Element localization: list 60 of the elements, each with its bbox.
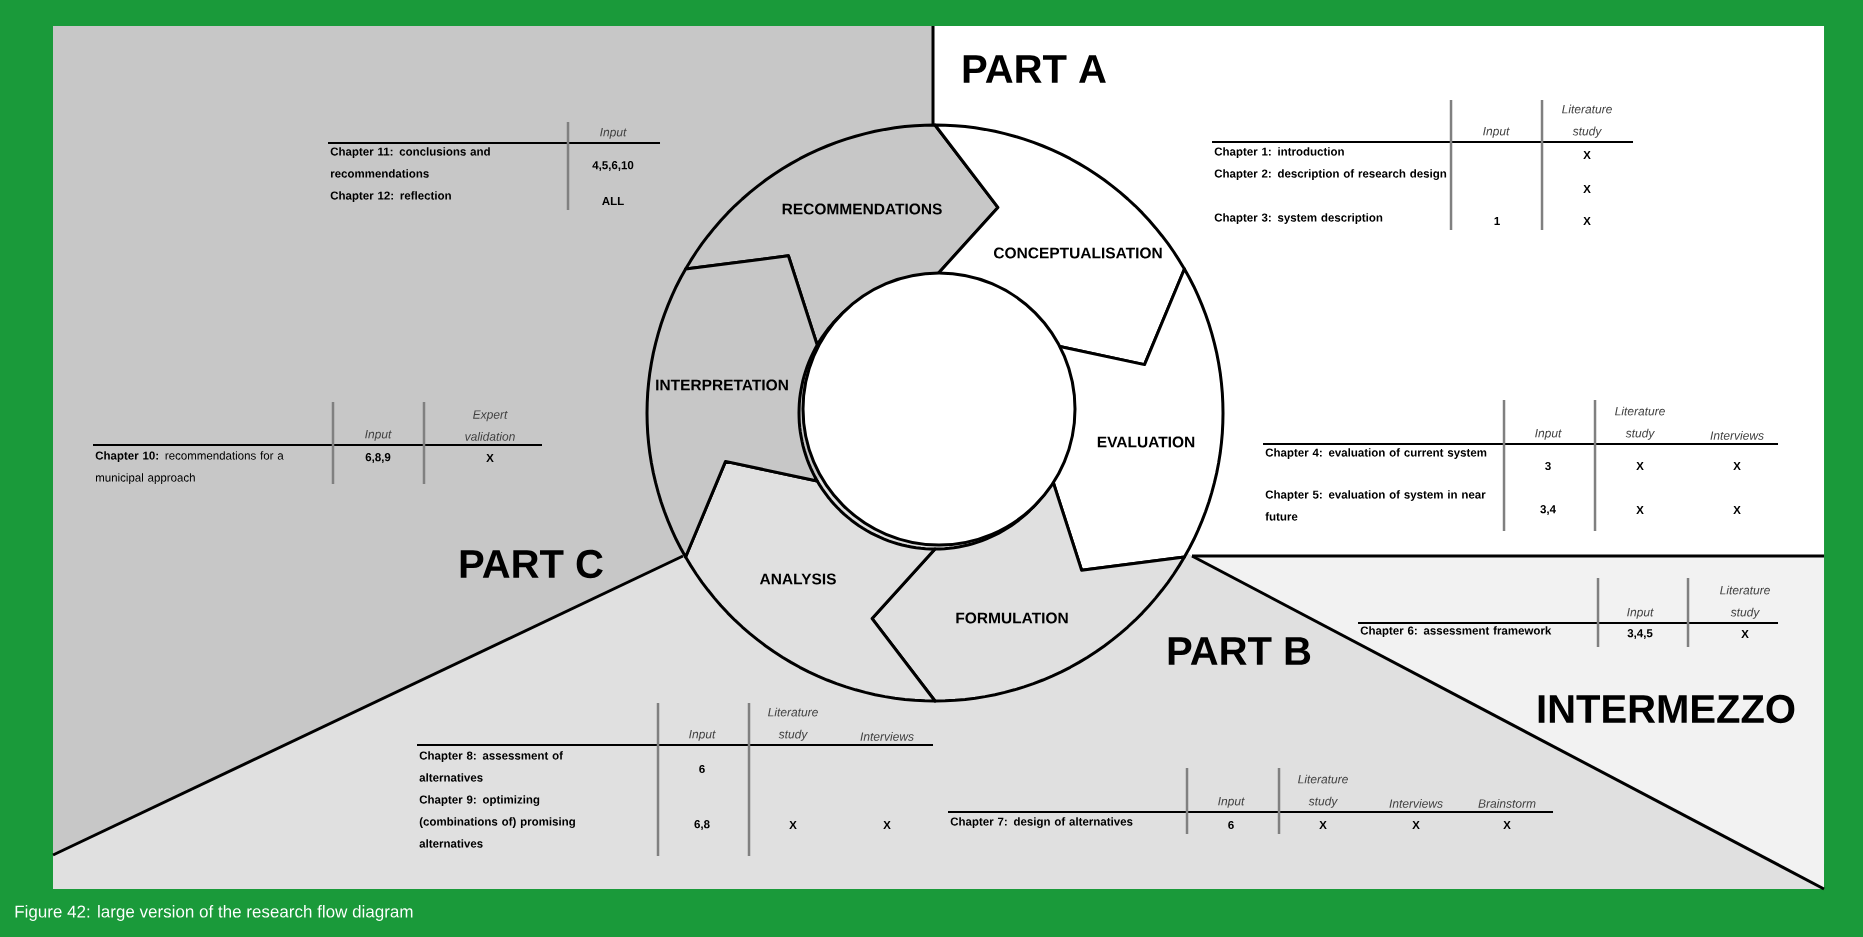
table-cell: X bbox=[1741, 630, 1749, 638]
table-cell: 1 bbox=[1494, 217, 1500, 225]
arrow-segment: ANALYSIS bbox=[684, 459, 937, 703]
table-cell: X bbox=[1583, 151, 1591, 159]
section-heading: INTERMEZZO bbox=[1538, 694, 1795, 724]
table-cell: X bbox=[1503, 821, 1511, 829]
table-cell: X bbox=[1636, 462, 1644, 470]
column-header: Input bbox=[1218, 797, 1245, 808]
arrow-segment: EVALUATION bbox=[1051, 267, 1225, 572]
table-cell: ALL bbox=[602, 197, 624, 205]
table-cell: 3 bbox=[1545, 461, 1551, 471]
figure-caption: Figure 42: large version of the research flow diagram bbox=[15, 905, 413, 921]
column-header: Input bbox=[365, 430, 392, 441]
column-header: Interviews bbox=[860, 732, 914, 741]
column-header: Brainstorm bbox=[1478, 799, 1536, 808]
column-header: Input bbox=[1483, 127, 1510, 138]
table-cell: X bbox=[1583, 217, 1591, 225]
table-cell: X bbox=[1412, 821, 1420, 829]
table-cell: X bbox=[1636, 506, 1644, 514]
row-header: Chapter 9: optimizing (combinations of) promising alternatives bbox=[419, 795, 575, 848]
section-heading: PART C bbox=[460, 549, 603, 579]
row-header: Chapter 10: recommendations for a municipal approach bbox=[95, 451, 284, 484]
row-header: Chapter 5: evaluation of system in near future bbox=[1265, 490, 1486, 521]
row-header: Chapter 4: evaluation of current system bbox=[1265, 448, 1487, 459]
row-header: Chapter 1: introduction bbox=[1214, 147, 1344, 158]
arrow-segment: INTERPRETATION bbox=[645, 254, 819, 559]
row-header: Chapter 11: conclusions and recommendations bbox=[330, 147, 490, 178]
table-cell: 6 bbox=[1228, 820, 1234, 830]
table-cell: X bbox=[1319, 821, 1327, 829]
table-cell: 6,8 bbox=[694, 820, 710, 830]
table-cell: X bbox=[1733, 506, 1741, 514]
column-header: Input bbox=[689, 730, 716, 741]
table-cell: X bbox=[1583, 185, 1591, 193]
table-cell: X bbox=[1733, 462, 1741, 470]
column-header: Literature study bbox=[1298, 774, 1348, 808]
column-header: Interviews bbox=[1710, 431, 1764, 440]
row-header: Chapter 8: assessment of alternatives bbox=[419, 751, 563, 782]
column-header: Input bbox=[1535, 429, 1562, 440]
table-cell: X bbox=[883, 821, 891, 829]
column-header: Input bbox=[1627, 608, 1654, 619]
row-header: Chapter 7: design of alternatives bbox=[950, 817, 1133, 828]
column-header: Expert validation bbox=[465, 410, 515, 441]
table-cell: 4,5,6,10 bbox=[592, 161, 634, 171]
table-cell: X bbox=[486, 454, 494, 462]
row-header: Chapter 3: system description bbox=[1214, 213, 1383, 224]
section-heading: PART A bbox=[963, 55, 1106, 83]
column-header: Interviews bbox=[1389, 799, 1443, 808]
column-header: Literature study bbox=[1562, 104, 1612, 138]
table-cell: 3,4 bbox=[1540, 505, 1556, 515]
row-header: Chapter 6: assessment framework bbox=[1360, 626, 1552, 637]
row-header: Chapter 12: reflection bbox=[330, 191, 451, 202]
center-circle bbox=[801, 271, 1077, 547]
table-cell: 6,8,9 bbox=[365, 453, 391, 463]
table-cell: 3,4,5 bbox=[1627, 629, 1653, 639]
table-cell: 6 bbox=[699, 764, 705, 774]
column-header: Literature study bbox=[1720, 585, 1770, 619]
column-header: Input bbox=[600, 128, 627, 139]
column-header: Literature study bbox=[1615, 406, 1665, 440]
table-cell: X bbox=[789, 821, 797, 829]
row-header: Chapter 2: description of research design bbox=[1214, 169, 1447, 180]
